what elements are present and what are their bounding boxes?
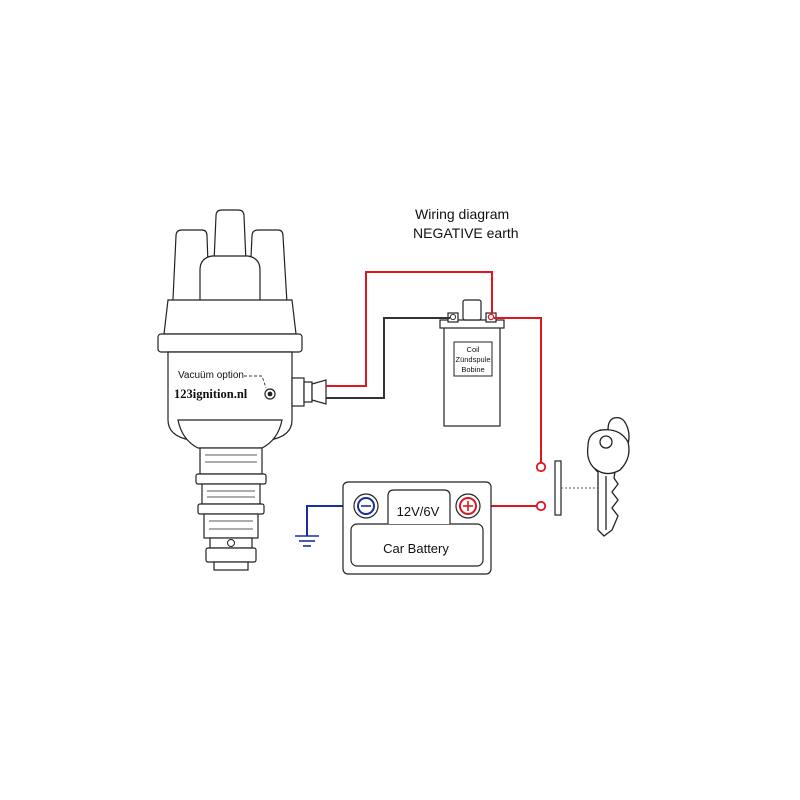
distributor-icon [157,209,327,571]
distributor-shaft-hatch [205,454,257,530]
battery-voltage-label: 12V/6V [397,504,440,519]
vacuum-option-label: Vacuüm option [178,370,244,381]
battery-negative-terminal [353,493,379,519]
switch-contact-bottom [535,500,547,512]
coil-terminal-studs [449,313,495,321]
vacuum-leader-line [244,375,267,389]
distributor-pin [227,539,235,547]
diagram-title-line1: Wiring diagram [415,206,509,222]
diagram-title-line2: NEGATIVE earth [413,225,519,241]
ground-symbol-icon [295,535,319,547]
battery-label: Car Battery [383,541,449,556]
wire-distributor-to-coil-positive [326,271,493,387]
key-hole [599,435,613,449]
battery-icon [342,481,492,575]
battery-positive-terminal [455,493,481,519]
wire-battery-to-ground [306,505,357,536]
coil-label-line1: Coil [467,345,480,354]
wire-coil-to-ignition-switch [494,317,542,463]
brand-label: 123ignition.nl [174,387,248,401]
coil-label-line2: Zündspule [455,355,490,364]
ignition-key-icon [586,416,630,537]
wire-distributor-to-coil-negative [326,317,450,399]
ignition-switch-plate [554,460,562,516]
switch-contact-top [535,461,547,473]
coil-label-box [453,341,493,377]
coil-label-line3: Bobine [461,365,484,374]
